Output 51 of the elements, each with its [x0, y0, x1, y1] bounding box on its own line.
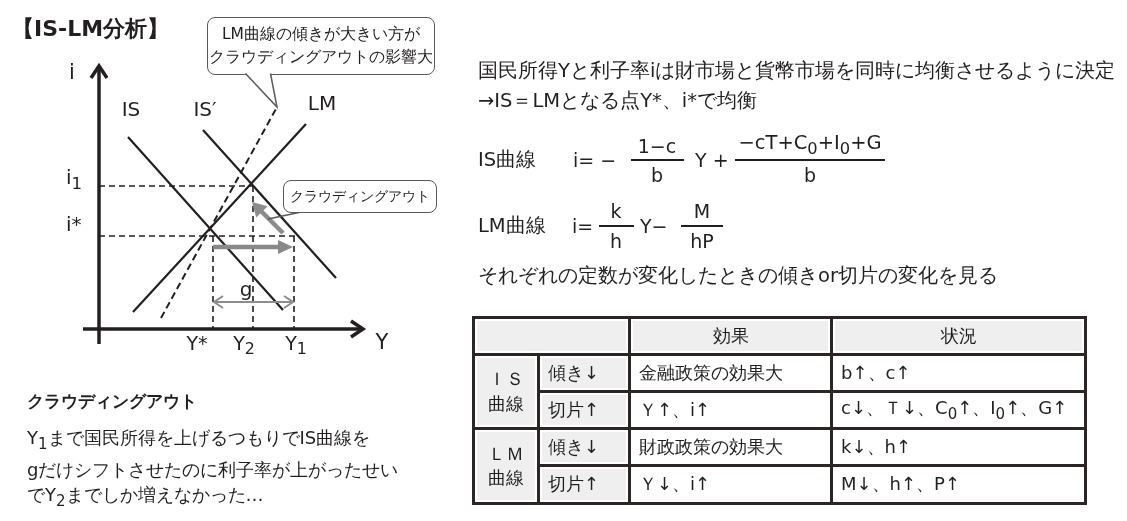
row-header-cell: ＩＳ曲線 [473, 354, 539, 429]
tick-label: Y$_{2}$ [233, 331, 255, 359]
tick-label: Y* [186, 331, 208, 355]
table-cell: 財政政策の効果大 [629, 428, 832, 466]
tick-label: i* [66, 212, 82, 236]
axis-label: i [69, 60, 75, 86]
tick-label: Y$_{1}$ [285, 331, 307, 359]
table-cell: c↓、Ｔ↓、C$_{0}$↑、I$_{0}$↑、G↑ [831, 391, 1086, 429]
axis-label: Y [375, 330, 389, 356]
row-header-cell: 切片↑ [538, 465, 630, 504]
formula-term: b [803, 163, 817, 187]
description-text: 国民所得Yと利子率iは財市場と貨幣市場を同時に均衡させるように決定 [478, 59, 1116, 83]
leader-line [267, 211, 300, 220]
crowding-out-arrow [252, 202, 285, 235]
row-header-cell: ＬＭ曲線 [473, 428, 539, 504]
formula-term: h [610, 229, 622, 253]
formula-term: i= [572, 214, 594, 238]
formula-term: Y− [640, 214, 668, 238]
dimension-label: g [239, 277, 253, 301]
table-cell: b↑、c↑ [831, 354, 1086, 392]
formula-name: LM曲線 [478, 214, 546, 238]
formula-term: M [693, 199, 711, 223]
header-cell: 状況 [831, 317, 1086, 355]
table-cell: Ｙ↑、i↑ [629, 391, 832, 429]
table-cell: Ｙ↓、i↑ [629, 465, 832, 504]
formula-term: hP [690, 229, 714, 253]
tick-label: i$_{1}$ [66, 164, 83, 194]
description-text: →IS＝LMとなる点Y*、i*で均衡 [478, 89, 757, 113]
formula-term: 1−c [637, 134, 677, 158]
section-heading: クラウディングアウト [27, 390, 197, 412]
callout-pointer [244, 72, 279, 110]
formula-term: −cT+C$_{0}$+I$_{0}$+G [738, 131, 882, 159]
formula-term: k [610, 199, 622, 223]
table-cell: M↓、h↑、P↑ [831, 465, 1086, 504]
table-cell: k↓、h↑ [831, 428, 1086, 466]
curve-label: IS [121, 97, 141, 121]
formula-term: Y + [695, 148, 729, 172]
header-cell: 効果 [629, 317, 832, 355]
formula-term: b [650, 163, 664, 187]
row-header-cell: 傾き↓ [538, 428, 630, 466]
callout-box: クラウディングアウト [283, 180, 437, 213]
formula-name: IS曲線 [478, 148, 537, 172]
table-cell: 金融政策の効果大 [629, 354, 832, 392]
row-header-cell: 傾き↓ [538, 354, 630, 392]
row-header-cell: 切片↑ [538, 391, 630, 429]
explanation-text: Y$_{1}$まで国民所得を上げるつもりでIS曲線をgだけシフトさせたのに利子率が上がったせいでY$_{2}$までしか増えなかった… [27, 426, 399, 512]
description-text: それぞれの定数が変化したときの傾きor切片の変化を見る [478, 264, 998, 288]
curve-label: IS′ [193, 97, 217, 121]
title: 【IS-LM分析】 [12, 16, 170, 43]
formula-term: i= − [573, 148, 617, 172]
curve-label: LM [307, 91, 337, 115]
